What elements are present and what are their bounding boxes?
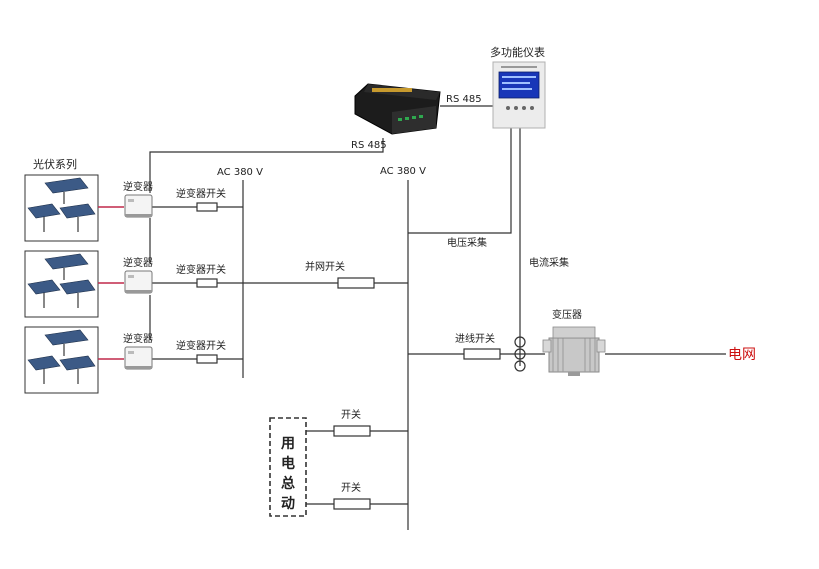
rs485-bus-left bbox=[149, 138, 384, 193]
load-switch-label-2: 开关 bbox=[341, 481, 361, 494]
load-char-4: 动 bbox=[281, 495, 295, 512]
inverter-icon bbox=[124, 270, 153, 294]
inverter-switch-3 bbox=[196, 354, 218, 364]
inv-switch-label-3: 逆变器开关 bbox=[176, 339, 226, 352]
incoming-switch-label: 进线开关 bbox=[455, 332, 495, 345]
inverter-label-1: 逆变器 bbox=[123, 180, 153, 193]
load-switch-1 bbox=[333, 425, 371, 437]
gateway-device-icon bbox=[354, 83, 441, 135]
multifunction-meter-icon bbox=[492, 61, 546, 129]
inverter-icon bbox=[124, 194, 153, 218]
load-char-3: 总 bbox=[281, 475, 295, 492]
voltage-collect-label: 电压采集 bbox=[447, 236, 487, 249]
grid-switch-label: 并网开关 bbox=[305, 260, 345, 273]
pv-title: 光伏系列 bbox=[33, 157, 77, 171]
transformer-icon bbox=[542, 326, 606, 376]
inverter-icon bbox=[124, 346, 153, 370]
ac-left-label: AC 380 V bbox=[217, 167, 263, 178]
transformer-label: 变压器 bbox=[552, 308, 582, 321]
inverter-label-3: 逆变器 bbox=[123, 332, 153, 345]
meter-title: 多功能仪表 bbox=[490, 45, 545, 59]
load-switch-label-1: 开关 bbox=[341, 408, 361, 421]
current-transformer-icon bbox=[514, 336, 526, 372]
load-char-2: 电 bbox=[281, 455, 295, 472]
inv-switch-label-2: 逆变器开关 bbox=[176, 263, 226, 276]
voltage-collect-line bbox=[408, 128, 512, 234]
pv-array-1 bbox=[24, 174, 124, 242]
pv-array-3 bbox=[24, 326, 124, 394]
rs485-top-label: RS 485 bbox=[446, 94, 482, 105]
incoming-switch bbox=[463, 348, 501, 360]
load-box bbox=[269, 417, 307, 517]
inverter-switch-1 bbox=[196, 202, 218, 212]
grid-label: 电网 bbox=[728, 347, 756, 363]
pv-array-2 bbox=[24, 250, 124, 318]
inverter-switch-2 bbox=[196, 278, 218, 288]
grid-tie-switch bbox=[337, 277, 375, 289]
rs485-left-label: RS 485 bbox=[351, 140, 387, 151]
ac-main-label: AC 380 V bbox=[380, 166, 426, 177]
load-switch-2 bbox=[333, 498, 371, 510]
inv-switch-label-1: 逆变器开关 bbox=[176, 187, 226, 200]
load-char-1: 用 bbox=[281, 436, 295, 452]
current-collect-label: 电流采集 bbox=[529, 256, 569, 269]
inverter-label-2: 逆变器 bbox=[123, 256, 153, 269]
